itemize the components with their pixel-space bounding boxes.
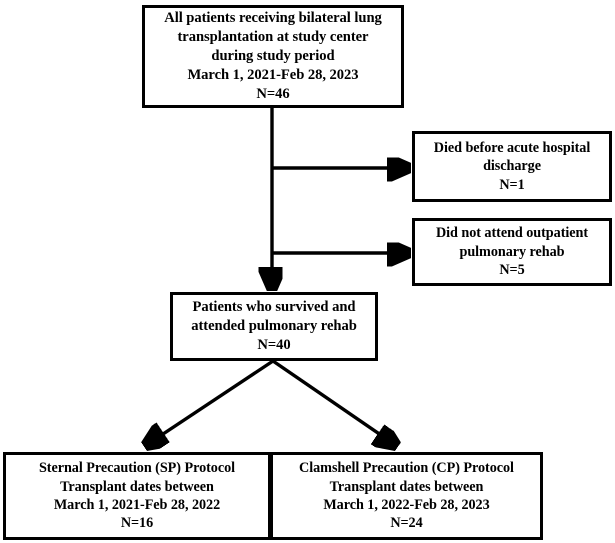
- node-line: Patients who survived and: [192, 299, 356, 316]
- node-line: Clamshell Precaution (CP) Protocol: [299, 460, 514, 477]
- node-did-not-attend-rehab: Did not attend outpatient pulmonary reha…: [412, 218, 612, 286]
- edge-survived-to-cp: [272, 359, 394, 444]
- node-count: N=16: [120, 515, 154, 532]
- node-line: March 1, 2021-Feb 28, 2023: [187, 66, 359, 83]
- node-line: discharge: [483, 158, 541, 175]
- edge-survived-to-sp: [148, 359, 274, 444]
- node-line: March 1, 2021-Feb 28, 2022: [53, 497, 221, 513]
- node-clamshell-precaution-protocol: Clamshell Precaution (CP) Protocol Trans…: [270, 452, 543, 540]
- node-survived-attended-rehab: Patients who survived and attended pulmo…: [170, 292, 378, 361]
- node-line: Died before acute hospital: [433, 139, 591, 156]
- node-count: N=5: [499, 262, 525, 279]
- node-all-patients-cohort: All patients receiving bilateral lung tr…: [142, 5, 404, 108]
- node-count: N=24: [390, 515, 423, 532]
- node-sternal-precaution-protocol: Sternal Precaution (SP) Protocol Transpl…: [3, 452, 271, 540]
- node-line: transplantation at study center: [177, 29, 369, 46]
- node-line: March 1, 2022-Feb 28, 2023: [323, 497, 490, 513]
- node-line: pulmonary rehab: [459, 243, 565, 260]
- node-line: attended pulmonary rehab: [191, 318, 357, 335]
- node-line: Transplant dates between: [329, 478, 484, 495]
- node-line: Sternal Precaution (SP) Protocol: [38, 460, 236, 477]
- node-line: during study period: [211, 48, 335, 65]
- node-count: N=40: [257, 336, 291, 353]
- node-count: N=46: [256, 85, 290, 102]
- node-line: All patients receiving bilateral lung: [164, 10, 382, 27]
- node-line: Transplant dates between: [60, 478, 214, 495]
- node-died-before-discharge: Died before acute hospital discharge N=1: [412, 131, 612, 202]
- node-line: Did not attend outpatient: [435, 225, 589, 242]
- node-count: N=1: [499, 176, 525, 193]
